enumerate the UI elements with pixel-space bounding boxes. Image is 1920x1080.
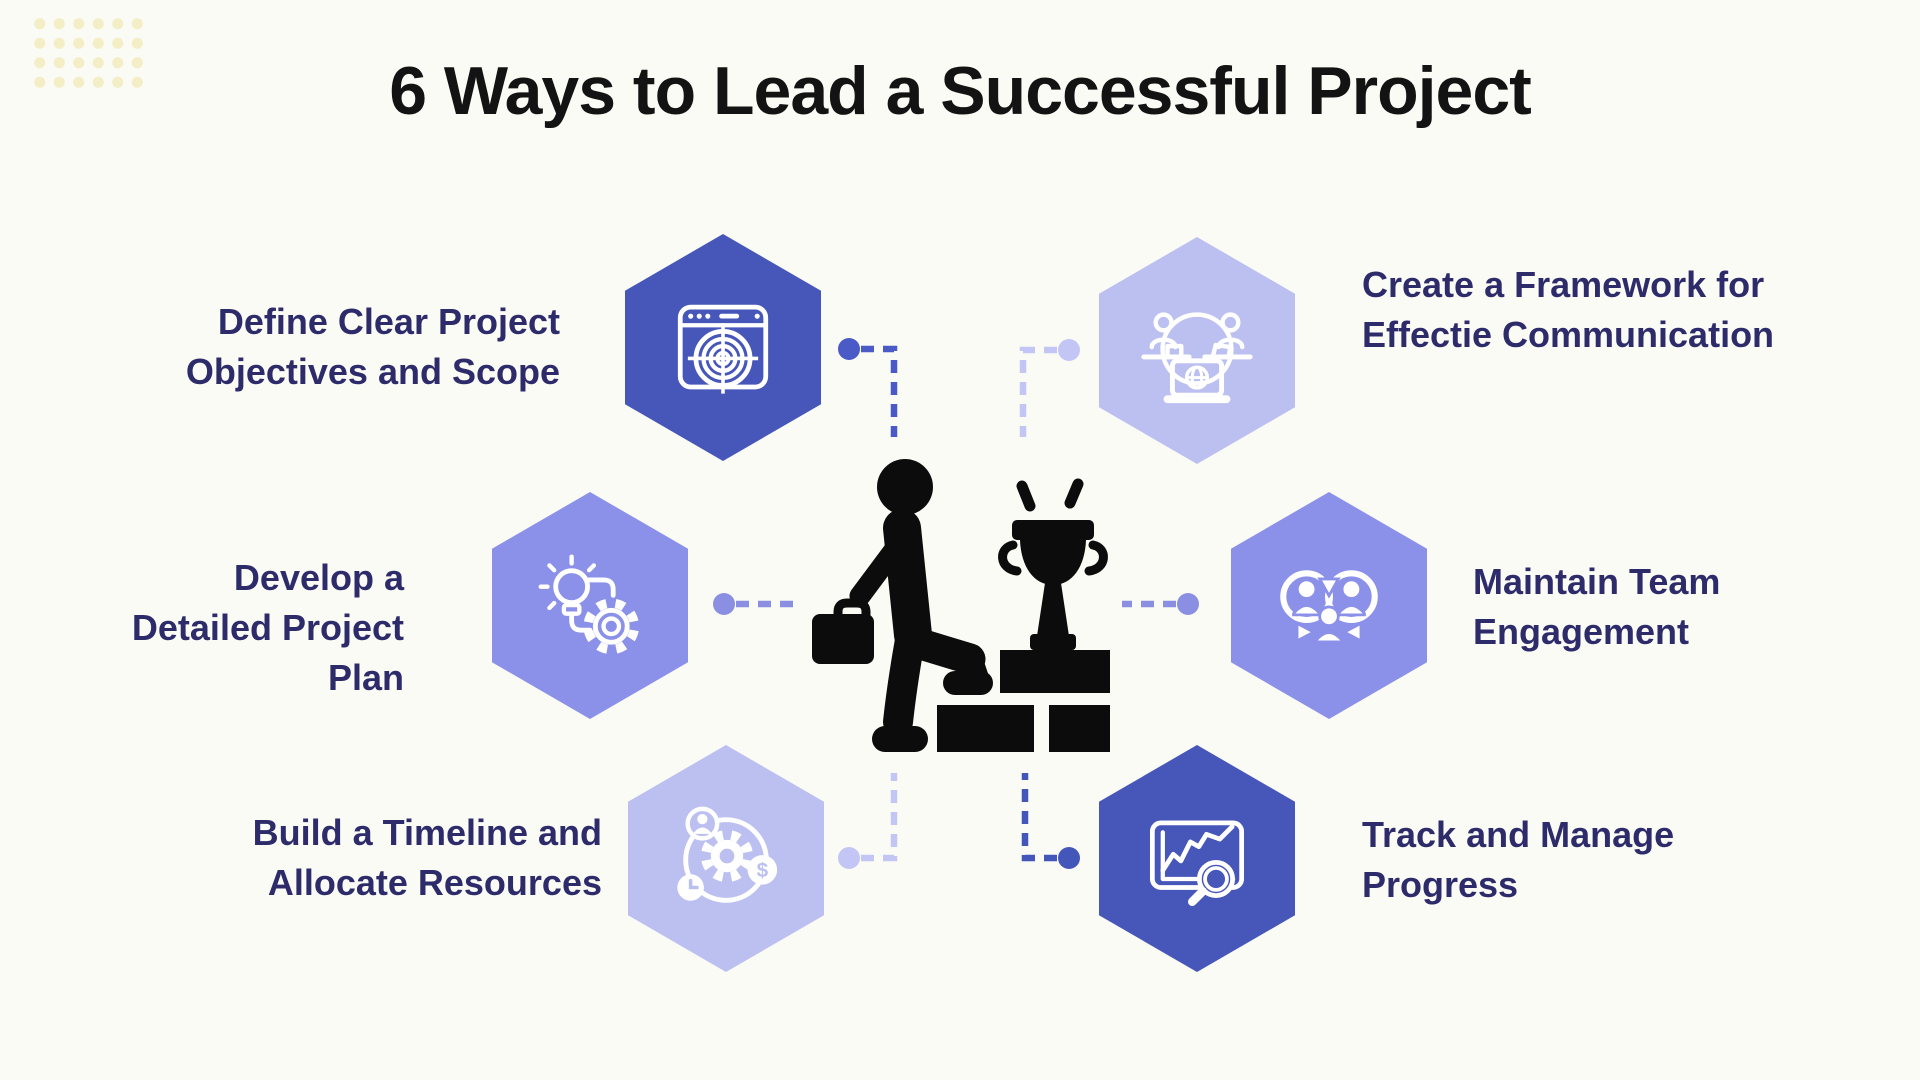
item-label-communication-framework: Create a Framework for Effectie Communic… xyxy=(1362,260,1774,360)
hexagon-shape xyxy=(1099,237,1295,464)
label-line: Define Clear Project xyxy=(217,301,560,342)
trophy-stem xyxy=(1037,583,1069,636)
label-line: Objectives and Scope xyxy=(185,351,560,392)
trophy-spark-left xyxy=(1016,480,1036,512)
hexagon-shape xyxy=(492,492,688,719)
briefcase xyxy=(812,614,874,664)
hexagon-team-engagement xyxy=(1231,492,1427,719)
idea-gear-icon xyxy=(538,554,640,654)
person-head xyxy=(877,459,933,515)
hexagon-track-progress xyxy=(1099,745,1295,972)
person-back-foot xyxy=(872,726,928,752)
item-label-team-engagement: Maintain Team Engagement xyxy=(1473,557,1720,657)
item-label-define-objectives: Define Clear Project Objectives and Scop… xyxy=(186,297,560,397)
connector-dot-top-right xyxy=(1058,339,1080,361)
person-arm xyxy=(849,534,909,607)
online-meeting-icon xyxy=(1141,311,1253,403)
connector-dot-middle-left xyxy=(713,593,735,615)
label-line: Progress xyxy=(1362,864,1519,905)
label-line: Maintain Team xyxy=(1473,561,1721,602)
label-line: Build a Timeline and xyxy=(252,812,602,853)
connector-bottom-right xyxy=(1021,773,1057,862)
label-line: Develop a xyxy=(233,557,404,598)
label-line: Track and Manage xyxy=(1362,814,1675,855)
person-climbing-to-trophy-illustration xyxy=(812,459,1110,752)
connector-dot-bottom-left xyxy=(838,847,860,869)
corner-dot-grid xyxy=(30,14,150,94)
person-torso xyxy=(883,509,932,654)
page-title: 6 Ways to Lead a Successful Project xyxy=(389,53,1532,129)
trophy-rim xyxy=(1012,520,1094,540)
hexagon-timeline-resources: $ xyxy=(628,745,824,972)
label-line: Allocate Resources xyxy=(267,862,602,903)
label-line: Detailed Project xyxy=(131,607,404,648)
person-front-shin xyxy=(957,646,990,693)
person-front-thigh xyxy=(898,626,986,675)
label-line: Effectie Communication xyxy=(1362,314,1775,355)
svg-text:$: $ xyxy=(757,859,769,882)
label-line: Plan xyxy=(327,657,404,698)
trophy-handle-left xyxy=(998,540,1022,576)
hexagon-shape xyxy=(1099,745,1295,972)
trophy-bowl xyxy=(1020,540,1086,585)
connector-bottom-left xyxy=(861,773,898,862)
item-label-detailed-plan: Develop a Detailed Project Plan xyxy=(132,553,404,703)
connector-dot-bottom-right xyxy=(1058,847,1080,869)
step-block-top xyxy=(1000,650,1110,693)
briefcase-handle xyxy=(833,598,871,623)
hexagon-define-objectives xyxy=(625,234,821,461)
hexagon-communication-framework xyxy=(1099,237,1295,464)
trophy-spark-right xyxy=(1064,478,1084,509)
connector-dot-top-left xyxy=(838,338,860,360)
step-block-bottom-left xyxy=(937,705,1034,752)
label-line: Engagement xyxy=(1473,611,1690,652)
item-label-timeline-resources: Build a Timeline and Allocate Resources xyxy=(253,808,602,908)
browser-target-icon xyxy=(677,304,769,394)
trophy-base xyxy=(1030,634,1076,650)
trophy-handle-right xyxy=(1084,540,1108,576)
connector-top-left xyxy=(861,345,898,437)
person-front-foot xyxy=(943,671,993,695)
chart-magnifier-icon xyxy=(1149,820,1245,906)
connector-top-right xyxy=(1019,346,1057,437)
label-line: Create a Framework for xyxy=(1362,264,1765,305)
team-cycle-icon xyxy=(1280,569,1378,643)
resource-cycle-icon: $ xyxy=(677,806,778,903)
connector-dot-middle-right xyxy=(1177,593,1199,615)
person-back-leg xyxy=(883,625,925,737)
hexagon-detailed-plan xyxy=(492,492,688,719)
item-label-track-progress: Track and Manage Progress xyxy=(1362,810,1674,910)
